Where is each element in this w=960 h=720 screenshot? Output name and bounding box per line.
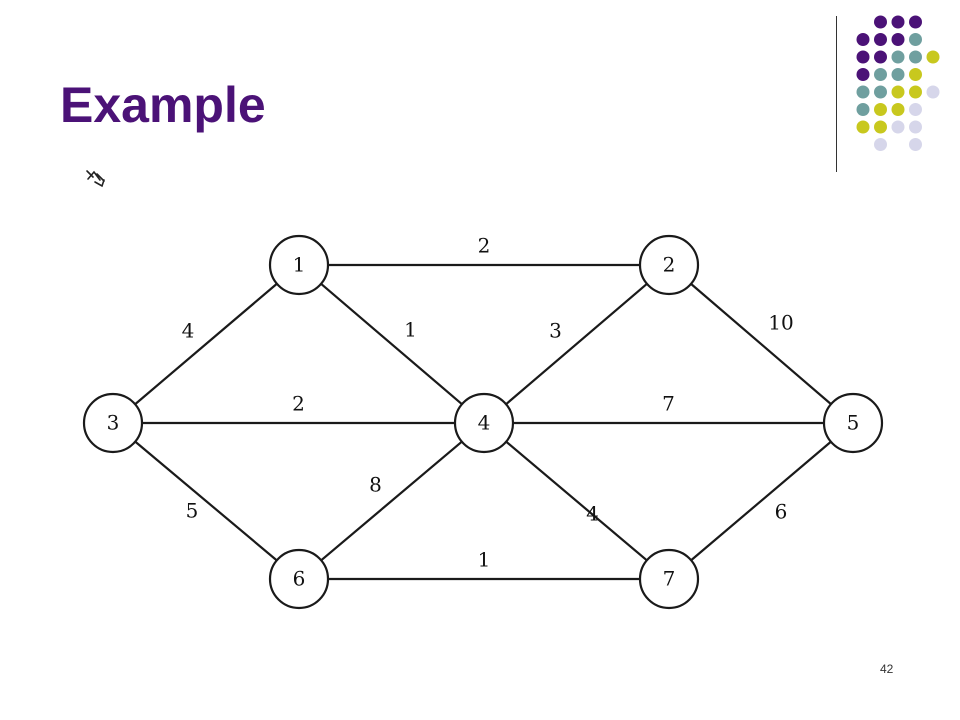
page-number: 42 [880,662,894,676]
decor-dot-purple [856,68,870,81]
decor-dot-teal [909,33,922,46]
edge-1-4 [320,282,463,406]
edge-4-6 [320,440,463,562]
decor-dot-yellow [909,85,922,99]
decor-dot-teal [856,103,870,116]
decor-dot-yellow [874,103,887,116]
edge-weight-6-7: 1 [478,548,491,572]
decor-dot-teal [891,68,905,81]
node-label: 2 [663,253,676,277]
decor-dot-teal [874,68,887,81]
slide-title: Example [60,77,266,133]
edge-weight-1-3: 4 [182,319,195,343]
node-circle [268,234,330,296]
decor-dot-lavender [909,120,922,134]
decor-dot-purple [874,15,887,29]
hand-cursor-icon [86,170,105,188]
node-circle [822,392,884,454]
decor-dot-teal [909,50,922,64]
node-circle [638,548,700,610]
decor-dot-purple [891,33,905,46]
node-circle [268,548,330,610]
node-4: 4 [453,392,515,454]
node-circle [638,234,700,296]
decor-dot-yellow [909,68,922,81]
edge-weight-4-6: 8 [369,473,382,497]
edge-weight-4-5: 7 [662,392,675,416]
decor-dot-purple [891,15,905,29]
edge-weight-3-6: 5 [186,499,199,523]
edge-weight-2-5: 10 [768,311,793,335]
edge-5-7 [690,440,832,562]
title-divider [836,16,837,172]
decor-dot-yellow [891,85,905,99]
node-label: 6 [293,567,306,591]
decor-dot-purple [856,33,870,46]
node-label: 4 [478,411,491,435]
node-label: 7 [663,567,676,591]
decor-dot-purple [874,33,887,46]
node-2: 2 [638,234,700,296]
node-circle [82,392,144,454]
decor-dot-yellow [874,120,887,134]
edge-2-5 [690,283,832,405]
decor-dot-purple [909,15,922,29]
decor-dot-yellow [856,120,870,134]
graph-edges [134,263,832,581]
edge-weight-1-4: 1 [404,318,417,342]
decor-dot-teal [856,85,870,99]
decor-dot-teal [891,50,905,64]
edge-3-6 [134,440,278,562]
decor-dot-lavender [891,120,905,134]
edge-4-7 [505,440,648,562]
node-1: 1 [268,234,330,296]
decor-dot-yellow [891,103,905,116]
decor-dot-teal [874,85,887,99]
graph-nodes: 1 2 3 4 5 6 7 [82,234,884,610]
node-label: 1 [293,253,306,277]
edge-weight-1-2: 2 [478,234,491,258]
node-7: 7 [638,548,700,610]
edge-1-3 [134,282,278,406]
decor-dot-purple [874,50,887,64]
node-label: 3 [107,411,120,435]
edge-2-4 [505,282,648,406]
edge-weight-2-4: 3 [549,319,562,343]
node-label: 5 [847,411,860,435]
edge-weight-3-4: 2 [292,392,305,416]
node-circle [453,392,515,454]
node-5: 5 [822,392,884,454]
edge-weight-5-7: 6 [775,500,788,524]
edge-weight-4-7: 4 [586,502,599,526]
node-3: 3 [82,392,144,454]
decor-dot-lavender [909,103,922,116]
decor-dot-lavender [926,85,940,99]
decor-dot-yellow [926,50,940,64]
graph-edge-weights: 2 4 1 2 3 10 7 5 8 4 6 1 [182,234,794,572]
decor-dot-lavender [874,138,887,151]
decor-dot-purple [856,50,870,64]
node-6: 6 [268,548,330,610]
decorative-dot-grid [856,15,940,151]
decor-dot-lavender [909,138,922,151]
